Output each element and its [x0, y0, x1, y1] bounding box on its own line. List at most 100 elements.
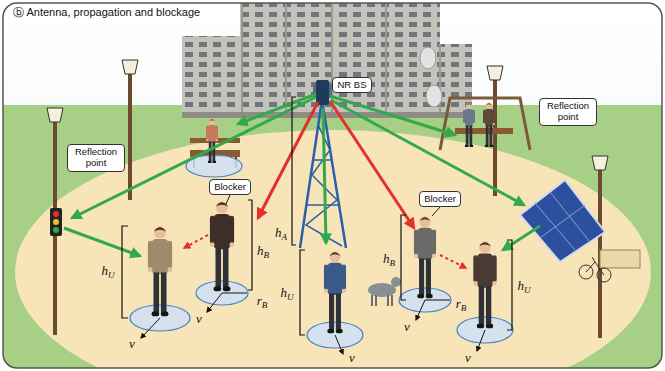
- sitting-person: [206, 119, 218, 163]
- velocity-arrow: [207, 293, 222, 312]
- apartment-building: [182, 36, 242, 114]
- swing-bench: [455, 128, 513, 134]
- blocker-person: [210, 201, 234, 291]
- blocked-ray-dotted: [440, 255, 466, 268]
- height-bracket: [122, 97, 512, 335]
- apartment-building: [426, 85, 442, 107]
- lamp-post: [122, 60, 138, 74]
- dog: [372, 295, 392, 306]
- sitting-person: [483, 103, 495, 147]
- los-ray: [331, 100, 524, 205]
- height-label: hA: [275, 226, 287, 239]
- dog: [368, 277, 401, 306]
- base-station-label: NR BS: [332, 77, 371, 94]
- lamp-post: [487, 66, 503, 80]
- los-ray: [64, 228, 140, 256]
- scene-background: [3, 3, 662, 368]
- label-pointer: [226, 195, 440, 216]
- traffic-light: [50, 208, 62, 236]
- blocked-ray: [258, 101, 414, 228]
- traffic-light: [53, 219, 59, 225]
- radius-label: rB: [257, 294, 268, 307]
- frame-border: [3, 3, 662, 368]
- radius-line: [425, 300, 450, 301]
- cell-tower: [316, 80, 329, 105]
- height-label: hU: [280, 286, 293, 299]
- reflection-label: Reflection point: [539, 98, 597, 126]
- dog: [391, 277, 401, 287]
- user-person: [473, 241, 496, 328]
- reflection-label: Reflection point: [67, 144, 125, 172]
- height-label: hU: [101, 264, 114, 277]
- user-person: [324, 251, 346, 333]
- solar-panel: [520, 180, 605, 262]
- traffic-light: [53, 227, 59, 233]
- swing-bench: [440, 98, 530, 150]
- dog: [368, 283, 396, 297]
- velocity-arrow: [141, 318, 160, 338]
- swing-bench: [440, 98, 530, 150]
- height-label: hB: [383, 252, 395, 265]
- node-text: NR BS: [337, 80, 366, 91]
- height-bracket: [122, 226, 128, 318]
- apartment-building: [420, 47, 436, 69]
- los-ray: [64, 94, 540, 256]
- velocity-arrow: [477, 330, 485, 351]
- label-pointer: [226, 195, 230, 204]
- radius-line: [222, 293, 247, 294]
- traffic-light: [53, 211, 59, 217]
- los-ray: [238, 94, 316, 124]
- sandbox-and-bicycle: [586, 257, 604, 275]
- height-label: hU: [517, 279, 530, 292]
- blocker-label: Blocker: [419, 191, 461, 208]
- velocity-label: v: [349, 351, 355, 364]
- blocked-ray-dotted: [184, 235, 466, 268]
- velocity-arrow: [335, 335, 343, 354]
- blocker-label: Blocker: [209, 179, 251, 196]
- lamp-post: [47, 108, 63, 122]
- los-ray: [503, 226, 540, 250]
- apartment-building: [182, 112, 472, 118]
- velocity-label: v: [196, 312, 202, 325]
- node-text: Reflection point: [72, 147, 120, 169]
- height-bracket: [300, 250, 305, 335]
- user-area-circle: [399, 288, 451, 312]
- height-bracket: [292, 97, 296, 245]
- velocity-label: v: [465, 351, 471, 364]
- height-bracket: [401, 215, 406, 300]
- user-area-circle: [196, 281, 248, 305]
- blocked-ray-dotted: [184, 235, 208, 248]
- node-text: Reflection point: [544, 101, 592, 123]
- velocity-label: v: [404, 320, 410, 333]
- lamp-post: [493, 78, 497, 196]
- apartment-building: [182, 3, 472, 118]
- solar-panel: [520, 180, 605, 262]
- label-pointer: [432, 207, 440, 216]
- solar-panel: [535, 192, 590, 250]
- height-bracket: [507, 240, 512, 330]
- height-bracket: [248, 200, 252, 290]
- node-text: Blocker: [214, 182, 246, 193]
- blocker-person: [414, 216, 436, 298]
- traffic-light: [50, 208, 62, 236]
- radius-label: rB: [456, 297, 467, 310]
- lamp-post: [128, 72, 132, 200]
- velocity-arrow: [416, 300, 425, 320]
- lamp-post: [592, 156, 608, 170]
- sandbox-and-bicycle: [579, 250, 640, 282]
- velocity-label: v: [129, 337, 135, 350]
- sitting-person: [463, 103, 475, 147]
- blocked-ray: [330, 101, 414, 228]
- velocity-arrow: [141, 293, 485, 354]
- user-person: [148, 226, 172, 316]
- figure-title: ⓑ Antenna, propagation and blockage: [13, 6, 200, 19]
- node-text: Blocker: [424, 194, 456, 205]
- user-area-circle: [130, 155, 513, 348]
- lamp-post: [47, 60, 608, 338]
- los-ray: [323, 108, 326, 243]
- height-label: hB: [257, 244, 269, 257]
- sandbox-and-bicycle: [600, 250, 640, 268]
- blocked-ray: [258, 102, 318, 218]
